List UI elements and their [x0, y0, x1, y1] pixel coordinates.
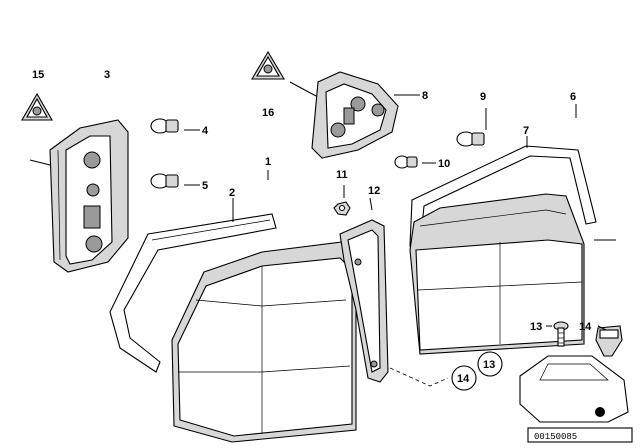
part-label-11: 11: [336, 169, 348, 181]
callout-circle-13: [477, 351, 503, 377]
part-label-12: 12: [368, 185, 380, 197]
tail-light-left-part: [171, 241, 357, 443]
tail-light-right-part: [409, 193, 585, 355]
part-label-14: 14: [579, 321, 592, 333]
bulb-9-part: [456, 131, 485, 147]
bulb-carrier-right-part: [311, 71, 399, 159]
bulb-10-part: [394, 155, 418, 169]
leader-lines: [29, 81, 616, 387]
image-reference-number: 00150085: [534, 432, 577, 442]
warning-triangle-top-icon: [251, 50, 285, 80]
bulb-carrier-part: [49, 119, 129, 273]
callout-label-13: 13: [483, 359, 495, 371]
bracket-part: [339, 219, 389, 383]
warning-triangle-icon: [21, 92, 53, 121]
part-label-15: 15: [32, 69, 44, 81]
part-label-1: 1: [265, 156, 271, 168]
screw-part: [553, 321, 569, 347]
image-reference-box: 00150085: [527, 427, 633, 443]
nut-part: [333, 201, 351, 216]
part-label-9: 9: [480, 91, 486, 103]
part-label-13: 13: [530, 321, 542, 333]
vehicle-locator-thumbnail: [519, 355, 629, 423]
callout-label-14: 14: [457, 373, 470, 385]
part-label-3: 3: [104, 69, 110, 81]
part-label-7: 7: [523, 125, 529, 137]
part-label-2: 2: [229, 187, 235, 199]
part-label-10: 10: [438, 158, 450, 170]
part-label-16: 16: [262, 107, 274, 119]
part-label-4: 4: [202, 125, 209, 137]
gasket-left-part: [109, 213, 277, 373]
bulb-4-part: [150, 118, 179, 134]
part-label-5: 5: [202, 180, 208, 192]
bulb-5-part: [150, 173, 179, 189]
part-label-6: 6: [570, 91, 576, 103]
clip-part: [595, 325, 623, 357]
part-label-8: 8: [422, 90, 428, 102]
callout-circle-14: [451, 365, 477, 391]
